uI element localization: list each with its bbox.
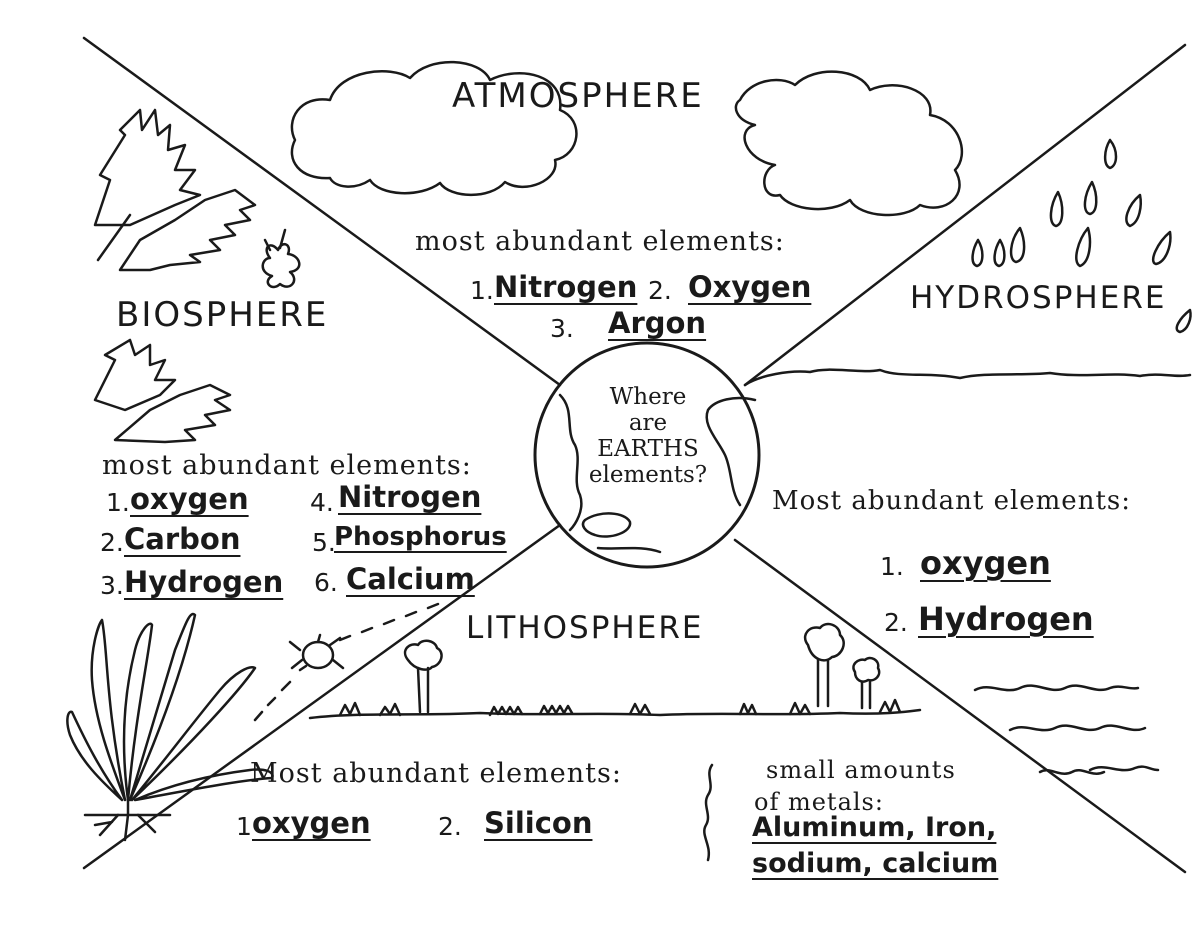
- center-line-2: are: [628, 410, 668, 436]
- biosphere-num-5: 5.: [312, 528, 336, 557]
- wave-4-icon: [1088, 765, 1160, 772]
- divider-top-left: [82, 36, 562, 387]
- metals-line-1: Aluminum, Iron,: [752, 812, 997, 843]
- atmosphere-title: ATMOSPHERE: [452, 76, 704, 116]
- metals-label-line-1: small amounts: [766, 756, 956, 784]
- biosphere-num-1: 1.: [106, 488, 130, 517]
- cloud-right-icon: [734, 70, 964, 217]
- earth-globe-icon: [533, 341, 761, 569]
- lithosphere-title: LITHOSPHERE: [466, 610, 704, 646]
- water-surface-line: [743, 368, 1192, 387]
- biosphere-num-3: 3.: [100, 571, 124, 600]
- atmosphere-item-3: Argon: [608, 306, 707, 340]
- cloud-left-icon: [290, 60, 578, 197]
- grass-plant-icon: [66, 612, 274, 842]
- biosphere-num-2: 2.: [100, 528, 124, 557]
- biosphere-label: most abundant elements:: [102, 450, 472, 481]
- center-question: Where are EARTHS elements?: [560, 384, 736, 488]
- biosphere-item-1: oxygen: [130, 482, 249, 516]
- hydrosphere-num-2: 2.: [884, 608, 908, 637]
- biosphere-item-2: Carbon: [124, 522, 241, 556]
- hydrosphere-title: HYDROSPHERE: [910, 280, 1167, 316]
- divider-bottom-right: [733, 538, 1187, 874]
- divider-top-right: [743, 43, 1187, 387]
- atmosphere-label: most abundant elements:: [415, 226, 785, 257]
- divider-bottom-left: [82, 523, 562, 870]
- wave-2-icon: [1008, 724, 1147, 732]
- wave-1-icon: [973, 684, 1140, 692]
- atmosphere-item-1: Nitrogen: [494, 270, 638, 304]
- biosphere-item-6: Calcium: [346, 562, 475, 596]
- metals-label-line-2: of metals:: [754, 788, 884, 816]
- tree-right-icon: [803, 622, 881, 710]
- biosphere-item-4: Nitrogen: [338, 480, 482, 514]
- butterfly-icon: [261, 228, 301, 289]
- biosphere-item-5: Phosphorus: [334, 522, 507, 552]
- hydrosphere-item-2: Hydrogen: [918, 600, 1094, 638]
- tree-left-icon: [403, 639, 443, 714]
- biosphere-item-3: Hydrogen: [124, 565, 284, 599]
- hydrosphere-item-1: oxygen: [920, 544, 1051, 582]
- lithosphere-label: Most abundant elements:: [250, 758, 622, 789]
- hydrosphere-num-1: 1.: [880, 552, 904, 581]
- ladybug-icon: [253, 602, 440, 722]
- grass-tufts-icon: [338, 698, 902, 717]
- ground-line: [308, 708, 922, 720]
- center-line-3: EARTHS: [597, 436, 699, 462]
- raindrops-icon: [971, 138, 1192, 334]
- atmosphere-num-1: 1.: [470, 276, 494, 305]
- lithosphere-item-1: oxygen: [252, 806, 371, 840]
- center-line-4: elements?: [588, 462, 708, 488]
- leaf-plant-top-icon: [93, 108, 257, 272]
- metals-line-2: sodium, calcium: [752, 848, 999, 879]
- lithosphere-num-1: 1: [236, 812, 252, 841]
- atmosphere-num-3: 3.: [550, 314, 574, 343]
- biosphere-num-4: 4.: [310, 488, 334, 517]
- wave-3-icon: [1038, 769, 1106, 775]
- leaf-plant-mid-icon: [93, 338, 232, 444]
- atmosphere-num-2: 2.: [648, 276, 672, 305]
- atmosphere-item-2: Oxygen: [688, 270, 812, 304]
- brace-divider: [703, 763, 714, 862]
- lithosphere-item-2: Silicon: [484, 806, 593, 840]
- lithosphere-num-2: 2.: [438, 812, 462, 841]
- biosphere-num-6: 6.: [314, 568, 338, 597]
- biosphere-title: BIOSPHERE: [116, 295, 329, 335]
- hydrosphere-label: Most abundant elements:: [772, 486, 1131, 516]
- center-line-1: Where: [609, 384, 687, 410]
